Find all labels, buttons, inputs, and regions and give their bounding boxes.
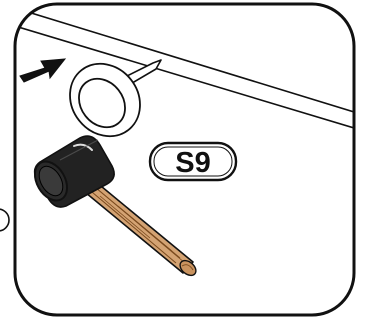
board-edge-line-upper (15, 7, 354, 113)
hammer-handle (79, 176, 197, 277)
hammer-head (33, 135, 115, 208)
board-edge-line-lower (15, 25, 354, 129)
glide-head-inner (78, 77, 126, 129)
adjacent-panel-edge (0, 208, 10, 232)
direction-arrow-icon (19, 58, 67, 83)
step-label: S9 (175, 147, 210, 179)
step-badge: S9 (148, 141, 238, 182)
